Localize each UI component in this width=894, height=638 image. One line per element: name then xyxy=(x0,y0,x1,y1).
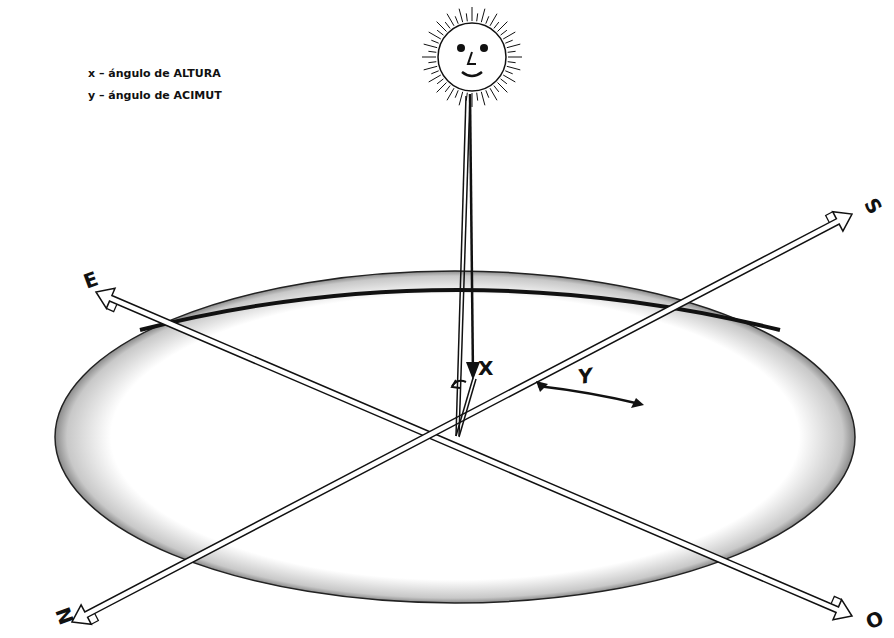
sun-ray xyxy=(505,71,512,74)
sun-ray xyxy=(498,83,508,93)
sun-ray xyxy=(481,9,485,23)
sun-ray xyxy=(422,57,436,58)
arrow-tail xyxy=(91,614,98,625)
sun-ray xyxy=(508,62,516,63)
sun-ray xyxy=(459,9,463,23)
ground-ellipse xyxy=(55,271,855,603)
sun-ray xyxy=(429,75,441,82)
sun-ray xyxy=(486,90,489,97)
sun-ray xyxy=(428,62,436,63)
sun-ray xyxy=(472,93,473,107)
sun-ray xyxy=(445,86,450,92)
legend-text: x – ángulo de ALTURA xyxy=(88,68,221,79)
sun-eye xyxy=(480,44,488,52)
compass-arm xyxy=(72,212,852,625)
angle-label: X xyxy=(478,358,493,378)
azimuth-arc xyxy=(538,386,640,404)
sun-ray xyxy=(455,16,458,23)
sun-ray xyxy=(490,14,497,26)
sun-ray xyxy=(490,88,497,100)
cardinal-label: S xyxy=(861,195,886,217)
sun-ray xyxy=(472,7,473,21)
sun-ray xyxy=(494,22,499,28)
sun-ray xyxy=(508,51,516,52)
sun-disc xyxy=(438,23,506,91)
sun-ray xyxy=(429,32,441,39)
arrowhead xyxy=(466,362,480,380)
sun-ray xyxy=(501,30,507,35)
sun-ray xyxy=(507,66,521,70)
sun-ray xyxy=(508,57,522,58)
sun-ray xyxy=(428,51,436,52)
sun-ray xyxy=(447,88,454,100)
sun-ray xyxy=(503,75,515,82)
arrowhead xyxy=(536,381,548,392)
sun-ray xyxy=(459,92,463,106)
arrow-tail xyxy=(831,596,842,603)
arrowhead xyxy=(631,398,644,408)
projection-line xyxy=(459,379,476,437)
sun-ray xyxy=(437,30,443,35)
sun-ray xyxy=(424,44,438,48)
sun-mouth xyxy=(462,72,482,76)
sun-ray xyxy=(445,22,450,28)
compass-arms xyxy=(72,212,852,625)
sun-ray xyxy=(501,79,507,84)
sun-ray xyxy=(507,44,521,48)
sun-ray xyxy=(431,40,438,43)
sun-ray xyxy=(503,32,515,39)
cardinal-label: E xyxy=(81,268,101,291)
sun-nose xyxy=(468,52,476,64)
sun-ray xyxy=(477,93,478,101)
arrow-tail xyxy=(826,212,833,223)
arrow-tail xyxy=(106,304,117,311)
altitude-arc-head xyxy=(452,380,460,388)
sun-ray xyxy=(486,16,489,23)
sun xyxy=(422,7,522,107)
sun-ray xyxy=(437,83,447,93)
sun-ray xyxy=(437,22,447,32)
sun-ray xyxy=(505,40,512,43)
sun-ray xyxy=(481,92,485,106)
compass-arm xyxy=(96,288,852,620)
sun-ray xyxy=(477,13,478,21)
cardinal-label: O xyxy=(863,607,886,632)
legend-text: y – ángulo de ACIMUT xyxy=(88,90,222,101)
sun-ray xyxy=(455,90,458,97)
sun-ray xyxy=(437,79,443,84)
cardinal-label: N xyxy=(52,605,77,628)
sun-ray xyxy=(447,14,454,26)
sun-ray xyxy=(466,13,467,21)
projection-line xyxy=(456,378,473,436)
sun-ray xyxy=(498,22,508,32)
angle-label: Y xyxy=(577,365,594,387)
vertical-line xyxy=(470,94,473,376)
sun-ray-line xyxy=(459,96,470,436)
sun-ray xyxy=(494,86,499,92)
sun-eye xyxy=(457,44,465,52)
sun-ray xyxy=(424,66,438,70)
sun-ray xyxy=(431,71,438,74)
sun-rays xyxy=(422,7,522,107)
